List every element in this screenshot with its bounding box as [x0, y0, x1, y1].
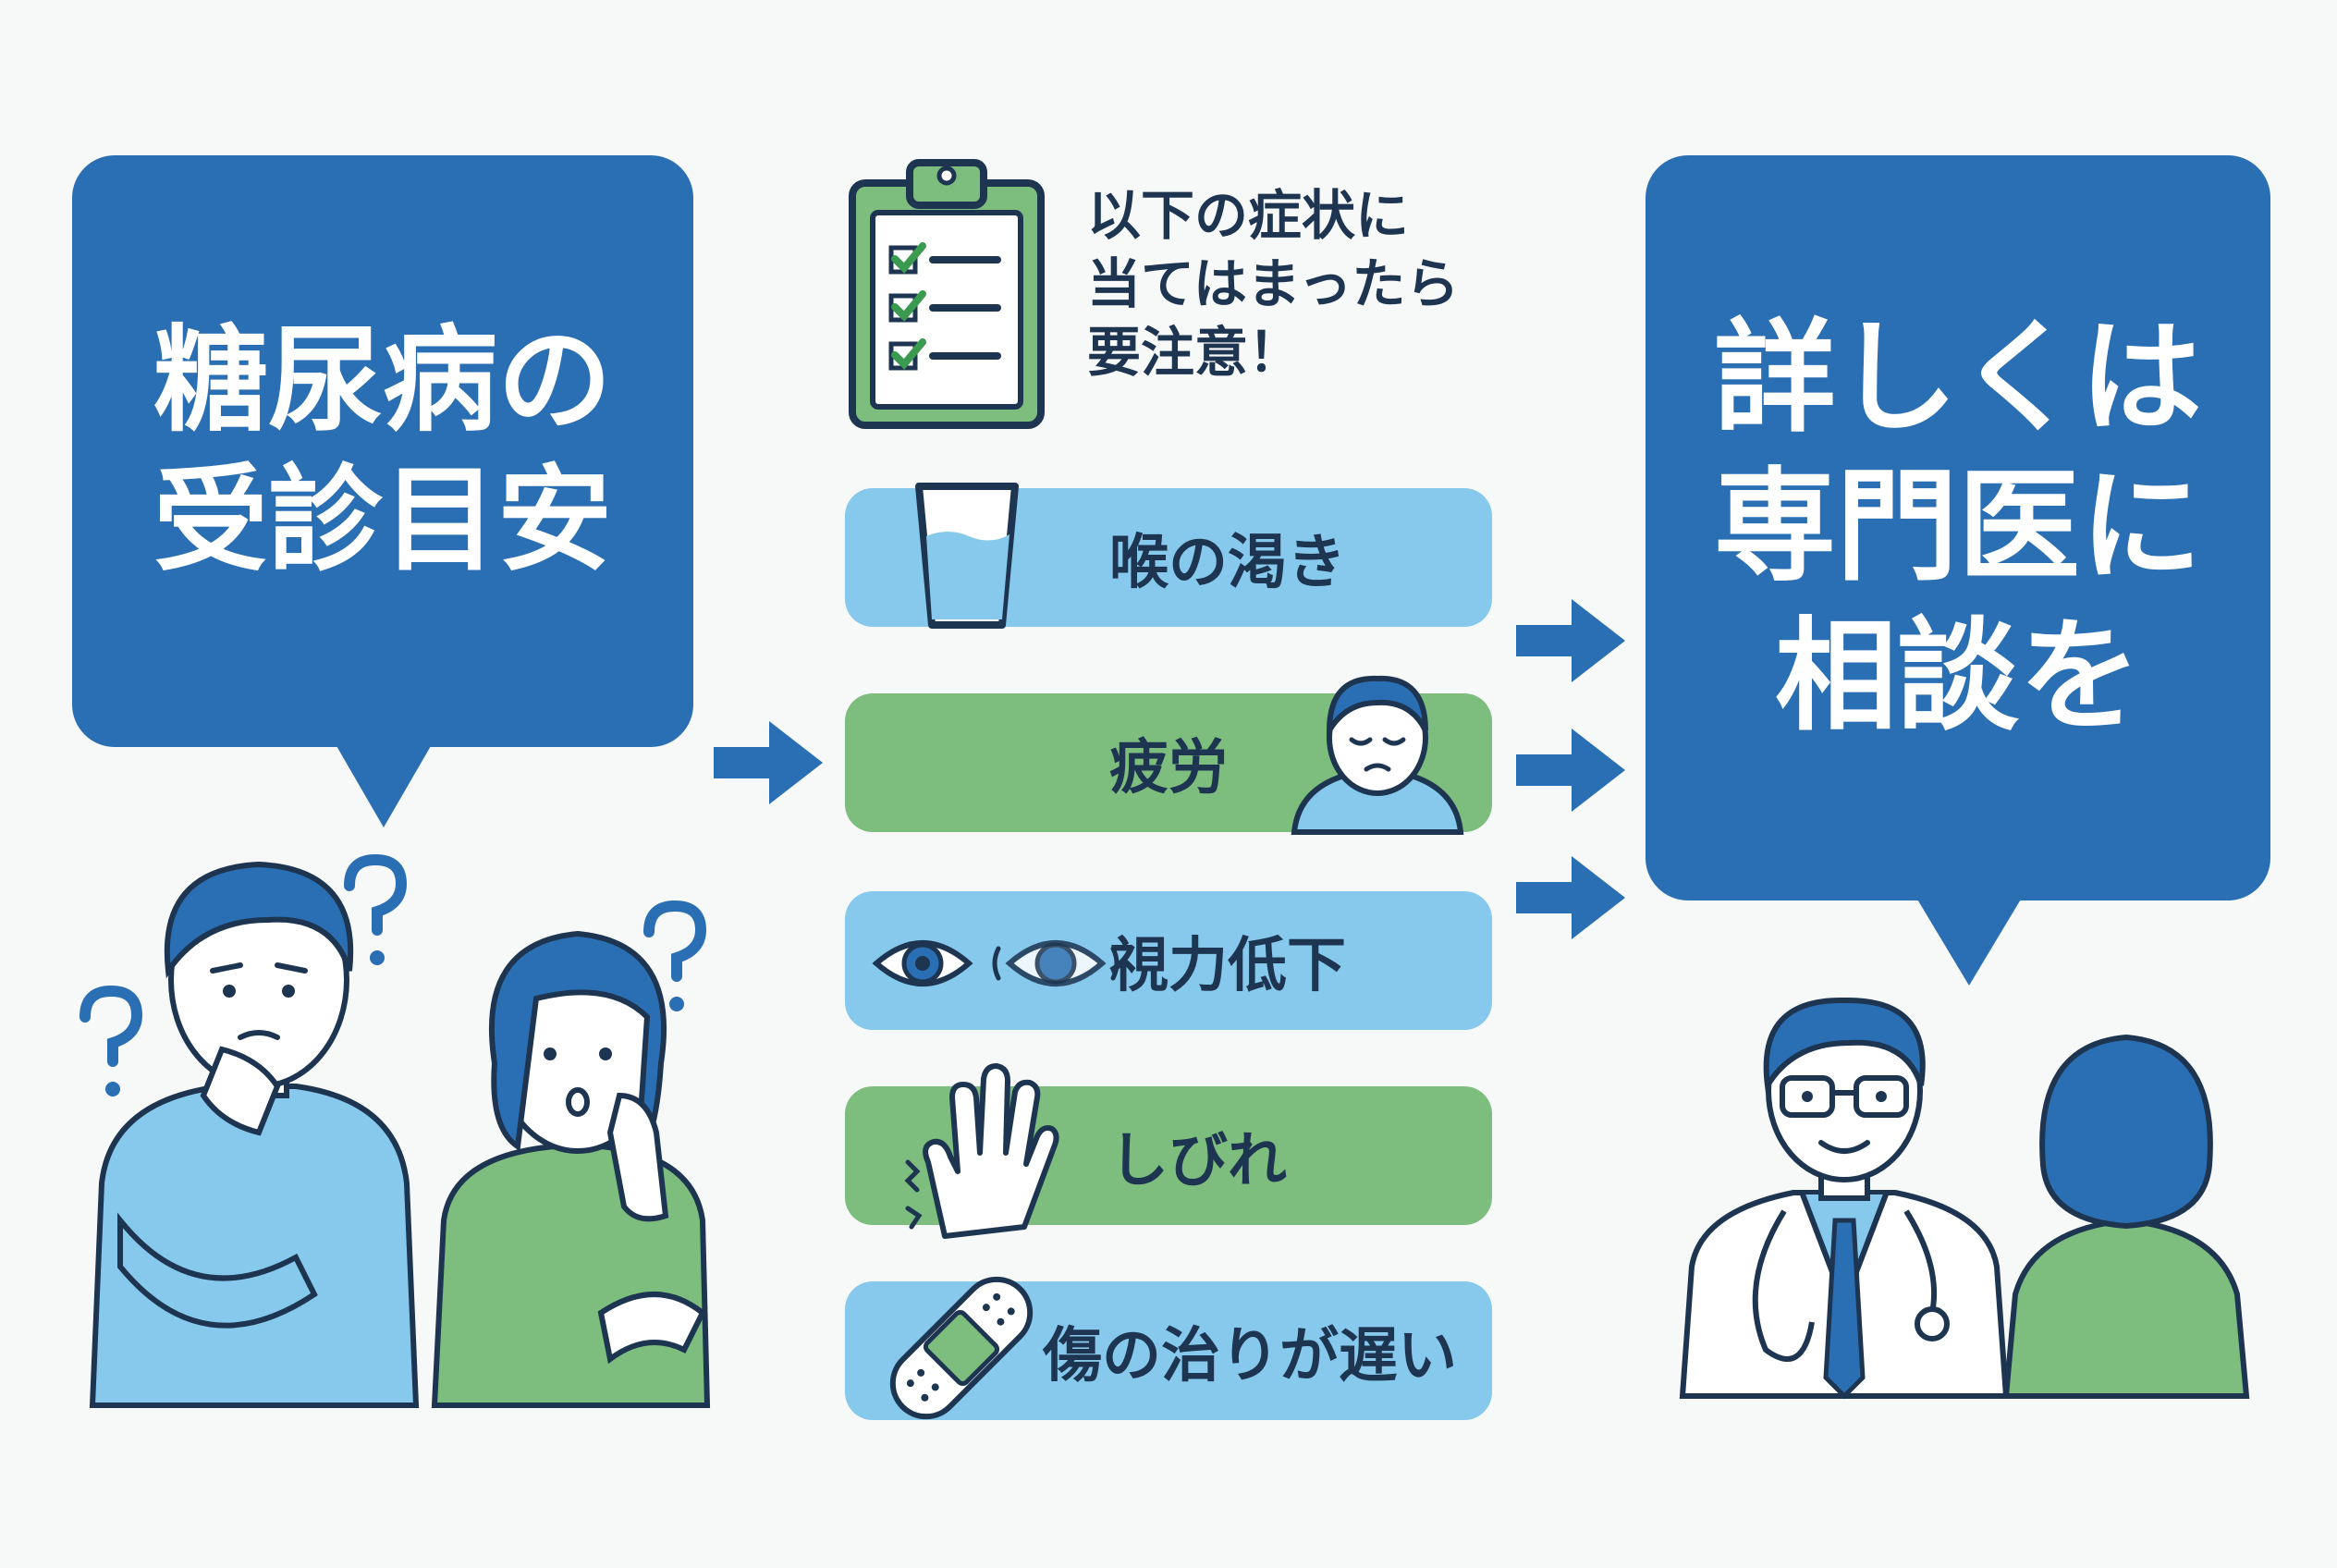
right-bubble-line3: 相談を — [1775, 605, 2141, 748]
left-speech-bubble: 糖尿病の 受診目安 — [72, 155, 693, 747]
symptom-pill-fatigue: 疲労 — [845, 675, 1492, 835]
symptom-label-slow-healing: 傷の治りが遅い — [1043, 1322, 1457, 1390]
confused-couple-illustration — [80, 853, 711, 1408]
water-glass-icon — [915, 483, 1019, 629]
question-mark-icon — [80, 853, 707, 1067]
numb-hand-icon — [904, 1063, 1059, 1239]
intro-text: 以下の症状に 当てはまったら 要注意！ — [1087, 181, 1460, 387]
intro-line3: 要注意！ — [1087, 321, 1303, 385]
arrow-right-icon — [714, 721, 823, 804]
right-bubble-line2: 専門医に — [1714, 456, 2202, 599]
right-bubble-line1: 詳しくは — [1714, 307, 2202, 450]
symptom-label-numbness: しびれ — [1109, 1127, 1287, 1195]
left-bubble-title-line2: 受診目安 — [153, 454, 612, 587]
doctor-patient-illustration — [1679, 997, 2250, 1400]
bandage-icon — [889, 1276, 1034, 1420]
symptom-pill-numbness: しびれ — [845, 1063, 1492, 1239]
left-bubble-title-line1: 糖尿病の — [153, 313, 612, 447]
symptom-pill-thirst: 喉の渇き — [845, 483, 1492, 629]
symptom-label-vision: 視力低下 — [1109, 932, 1346, 1000]
symptom-label-thirst: 喉の渇き — [1109, 529, 1346, 597]
right-speech-bubble: 詳しくは 専門医に 相談を — [1646, 155, 2270, 900]
intro-line1: 以下の症状に — [1087, 184, 1410, 247]
symptom-label-fatigue: 疲労 — [1109, 734, 1228, 802]
arrow-right-icon — [1516, 729, 1625, 812]
left-bubble-tail — [333, 740, 434, 827]
tired-person-icon — [1291, 675, 1464, 835]
symptom-pill-slow-healing: 傷の治りが遅い — [845, 1276, 1492, 1420]
clipboard-checklist-icon — [849, 159, 1045, 429]
right-bubble-tail — [1914, 893, 2025, 986]
eye-icon — [872, 940, 1120, 986]
symptom-pill-vision: 視力低下 — [845, 891, 1492, 1030]
arrow-right-icon — [1516, 599, 1625, 682]
arrow-right-icon — [1516, 856, 1625, 939]
intro-line2: 当てはまったら — [1087, 252, 1460, 316]
